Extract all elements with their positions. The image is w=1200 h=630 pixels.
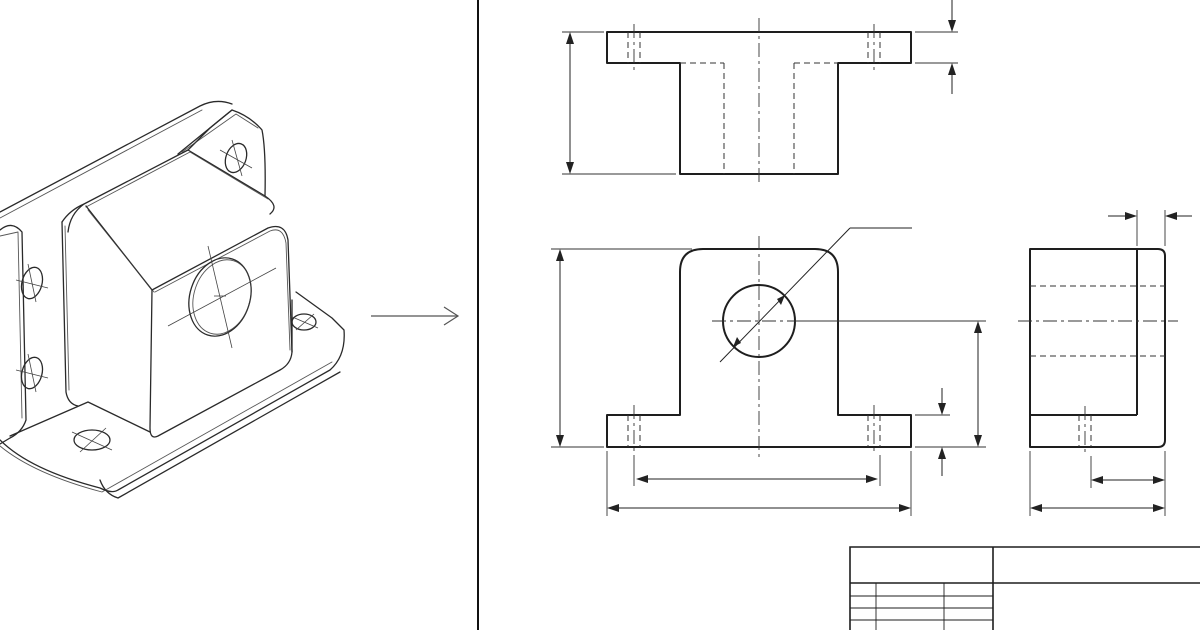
front-view (551, 227, 986, 516)
title-block (849, 546, 1200, 630)
isometric-sketch (0, 100, 345, 499)
top-view (562, 0, 958, 186)
transition-arrow (371, 306, 460, 326)
side-view (1018, 210, 1192, 516)
